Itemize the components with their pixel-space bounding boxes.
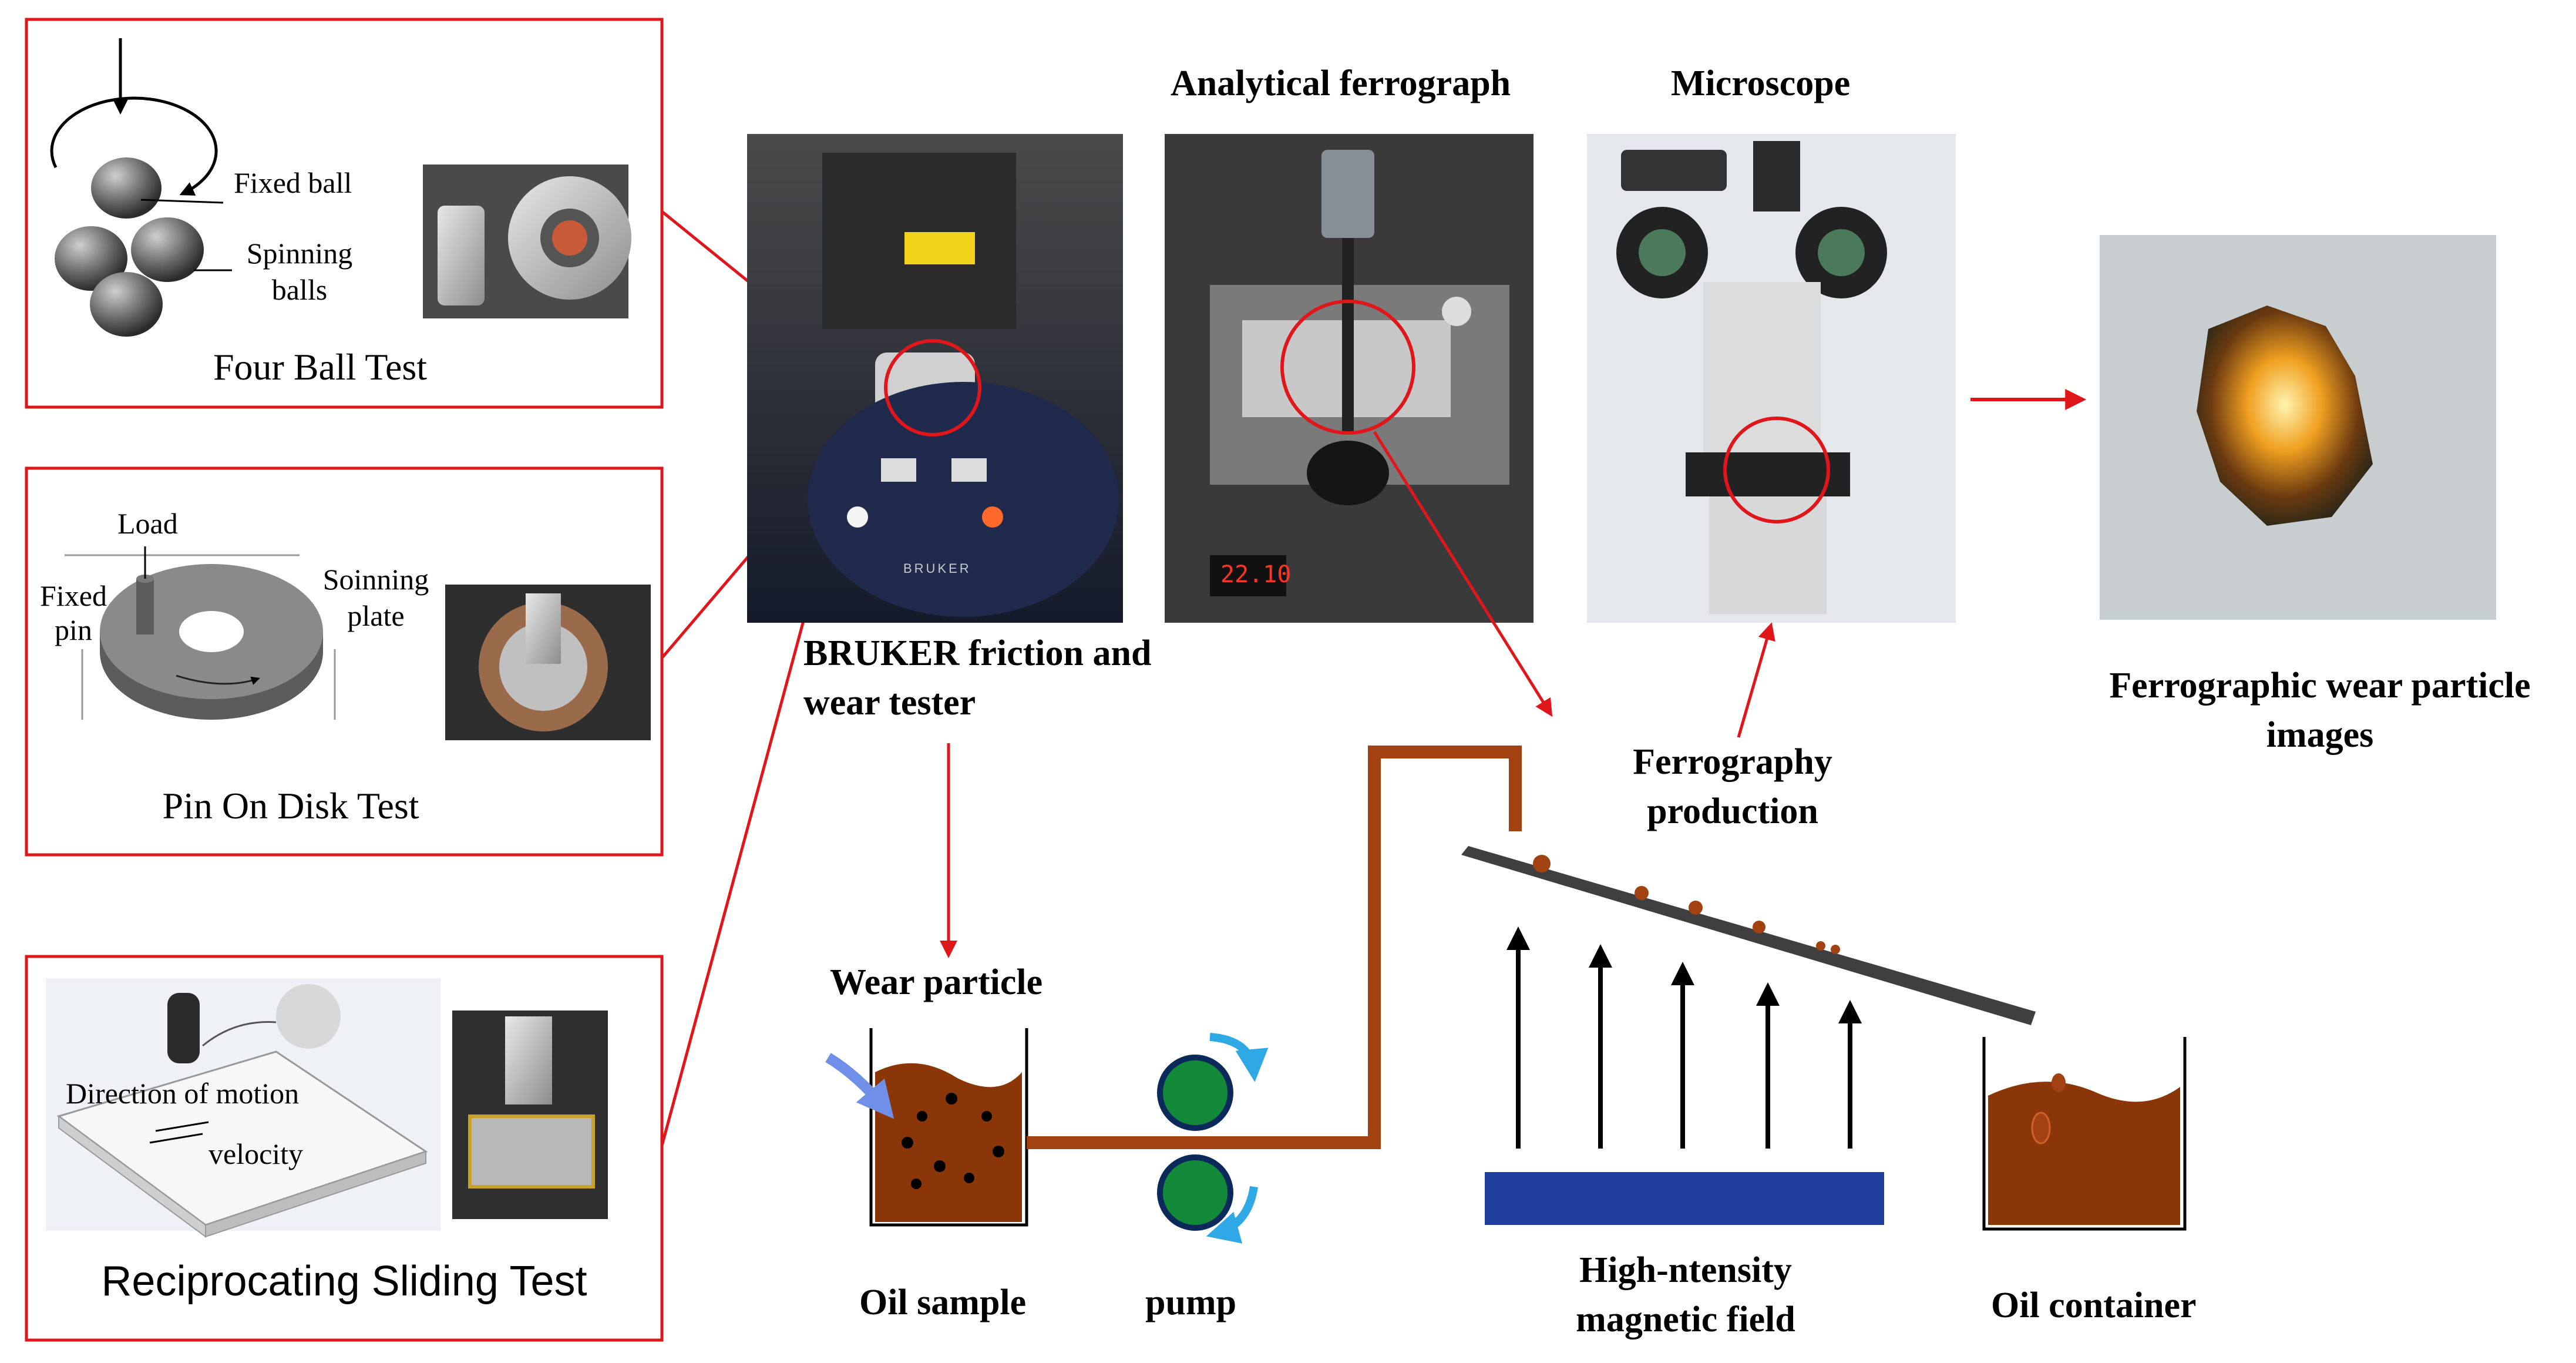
bruker-tester-photo	[747, 134, 1123, 623]
ferrograph-display-reading: 22.10	[1220, 561, 1292, 588]
magnet-line-2: magnetic field	[1576, 1300, 1795, 1340]
pin-on-disk-title: Pin On Disk Test	[162, 785, 419, 827]
arrow-slide-to-microscope	[1737, 622, 1775, 738]
plate-line-2: plate	[347, 599, 405, 632]
ferrograph-label: Analytical ferrograph	[1171, 63, 1511, 103]
bruker-line-2: wear tester	[803, 683, 976, 723]
wear-particle-image	[2100, 235, 2496, 620]
four-ball-photo	[423, 164, 631, 318]
pin-on-disk-schematic	[65, 546, 336, 720]
fixed-pin-line-2: pin	[55, 613, 92, 646]
bruker-brand-logo: BRUKER	[903, 561, 971, 576]
fixed-pin-label: Fixed pin	[32, 579, 115, 647]
reciprocating-title: Reciprocating Sliding Test	[101, 1258, 587, 1305]
result-line-2: images	[2266, 715, 2374, 755]
arrow-ferrograph-to-slide	[1373, 431, 1553, 717]
pump	[1157, 1033, 1269, 1244]
reciprocating-schematic	[46, 978, 440, 1238]
oil-container-label: Oil container	[1991, 1285, 2197, 1325]
particle-images-label: Ferrographic wear particle images	[2067, 661, 2572, 760]
pump-label: pump	[1145, 1283, 1237, 1322]
magnetic-field-arrows	[1506, 926, 1862, 1149]
four-ball-schematic	[50, 38, 232, 337]
microscope-label: Microscope	[1671, 63, 1851, 103]
oil-pipe	[1027, 746, 1522, 1149]
ferro-line-1: Ferrography	[1633, 742, 1832, 782]
reciprocating-photo	[452, 1010, 608, 1219]
fixed-ball-label: Fixed ball	[234, 166, 352, 199]
ferro-line-2: production	[1647, 791, 1818, 831]
result-line-1: Ferrographic wear particle	[2109, 666, 2531, 706]
spinning-line-1: Spinning	[246, 237, 353, 270]
spinning-line-2: balls	[271, 273, 328, 306]
ferrography-production-label: Ferrography production	[1586, 737, 1879, 836]
oil-container	[1982, 1037, 2187, 1231]
spinning-plate-label: Soinning plate	[311, 561, 440, 634]
oil-sample-label: Oil sample	[859, 1283, 1027, 1322]
wear-particle-label: Wear particle	[830, 962, 1043, 1002]
spinning-balls-label: Spinning balls	[235, 235, 364, 308]
direction-label: Direction of motion	[66, 1077, 300, 1110]
load-label: Load	[117, 507, 178, 540]
microscope-photo	[1587, 134, 1956, 623]
velocity-label: velocity	[208, 1137, 304, 1170]
ferrograph-photo	[1165, 134, 1534, 623]
ferrography-slide	[1461, 846, 2036, 1025]
bruker-line-1: BRUKER friction and	[803, 633, 1152, 673]
four-ball-title: Four Ball Test	[213, 346, 428, 388]
oil-sample-beaker	[825, 1028, 1028, 1227]
fixed-pin-line-1: Fixed	[40, 579, 107, 612]
magnet-line-1: High-ntensity	[1579, 1250, 1792, 1290]
plate-line-1: Soinning	[322, 563, 429, 596]
bruker-label: BRUKER friction and wear tester	[803, 629, 1151, 727]
pin-on-disk-photo	[445, 585, 651, 740]
magnetic-field-label: High-ntensity magnetic field	[1509, 1246, 1862, 1344]
magnet-block	[1485, 1172, 1884, 1225]
